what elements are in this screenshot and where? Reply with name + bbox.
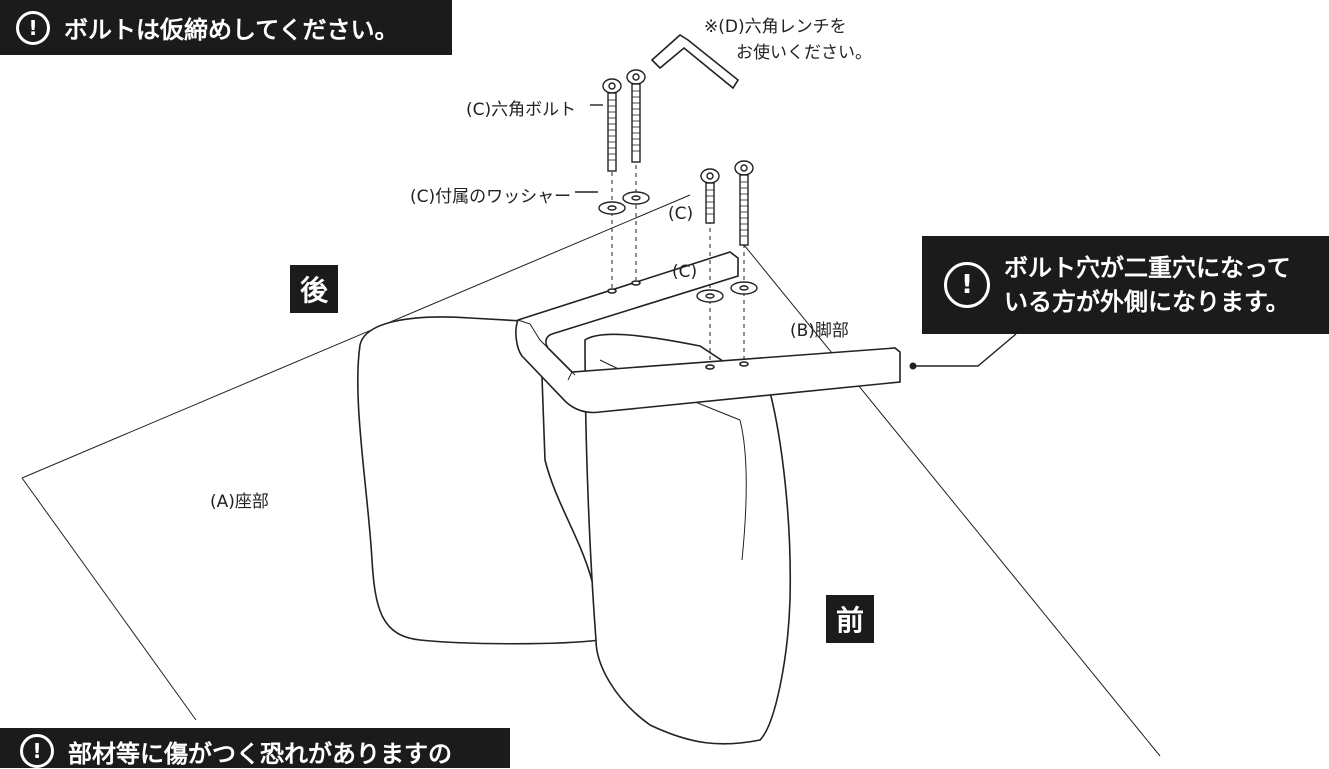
direction-back: 後 [290, 265, 338, 313]
notice-line-1: ボルト穴が二重穴になって [1004, 254, 1291, 282]
label-seat: (A)座部 [210, 492, 269, 512]
notice-lines: ボルト穴が二重穴になって いる方が外側になります。 [1004, 251, 1291, 319]
label-hex-bolt: (C)六角ボルト [466, 100, 577, 120]
leg-frame [515, 251, 901, 414]
label-leg: (B)脚部 [790, 321, 849, 341]
notice-double-hole-outside: ! ボルト穴が二重穴になって いる方が外側になります。 [922, 236, 1329, 334]
label-c-upper: (C) [668, 204, 694, 224]
bolt-threads-lower [706, 181, 748, 237]
exclamation-circle-icon: ! [944, 262, 990, 308]
floor-plane [21, 194, 1161, 757]
leader-dot [909, 362, 917, 370]
notice-line-2: いる方が外側になります。 [1004, 288, 1290, 316]
notice-damage-warning: ! 部材等に傷がつく恐れがありますの [0, 728, 510, 768]
label-wrench-line-1: ※(D)六角レンチを [704, 17, 847, 37]
notice-tighten-loosely: ! ボルトは仮締めしてください。 [0, 0, 452, 55]
notice-text: 部材等に傷がつく恐れがありますの [68, 740, 452, 768]
hex-wrench [650, 34, 740, 90]
notice-text: ボルトは仮締めしてください。 [64, 16, 399, 44]
label-c-lower: (C) [672, 262, 698, 282]
washers [598, 191, 758, 303]
seat-cushion [356, 316, 792, 745]
exclamation-circle-icon: ! [16, 10, 50, 45]
label-wrench-line-2: お使いください。 [736, 43, 872, 63]
bolt-threads-upper [608, 90, 640, 161]
hex-bolt-set-lower [700, 160, 754, 246]
direction-front: 前 [826, 595, 874, 643]
label-washer: (C)付属のワッシャー [410, 187, 572, 207]
hex-bolt-set-upper [602, 69, 646, 172]
leader-lines [575, 104, 1017, 367]
exclamation-circle-icon: ! [20, 734, 54, 768]
